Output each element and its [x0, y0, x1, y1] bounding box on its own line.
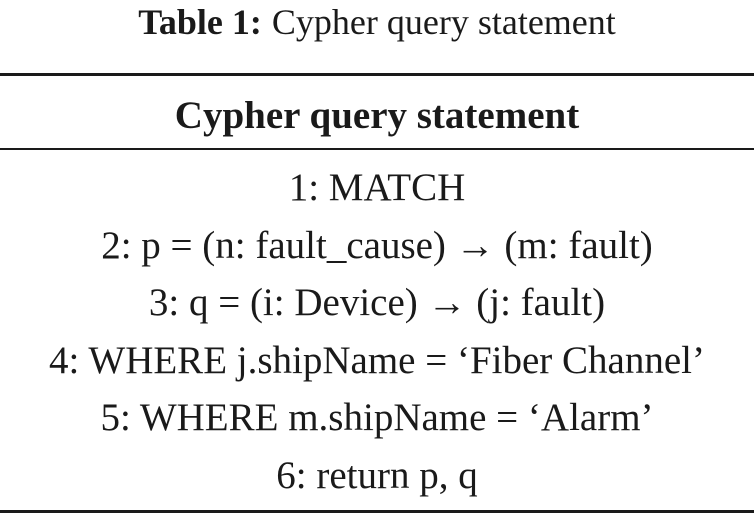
- query-lines: 1: MATCH 2: p = (n: fault_cause) → (m: f…: [0, 165, 754, 511]
- caption-label: Table 1:: [138, 2, 262, 42]
- query-line: 6: return p, q: [276, 453, 478, 497]
- table-column-header: Cypher query statement: [174, 94, 580, 137]
- query-line: 2: p = (n: fault_cause) → (m: fault): [101, 223, 653, 267]
- query-line: 1: MATCH: [288, 166, 466, 209]
- table-top-rule: [0, 73, 754, 76]
- table-bottom-rule: [0, 510, 754, 513]
- query-line: 4: WHERE j.shipName = ‘Fiber Channel’: [49, 338, 705, 382]
- query-line: 5: WHERE m.shipName = ‘Alarm’: [100, 396, 654, 440]
- caption-text: Cypher query statement: [271, 2, 616, 42]
- table-caption: Table 1:Cypher query statement: [0, 2, 754, 42]
- query-line: 3: q = (i: Device) → (j: fault): [148, 281, 606, 325]
- table-header-rule: [0, 148, 754, 150]
